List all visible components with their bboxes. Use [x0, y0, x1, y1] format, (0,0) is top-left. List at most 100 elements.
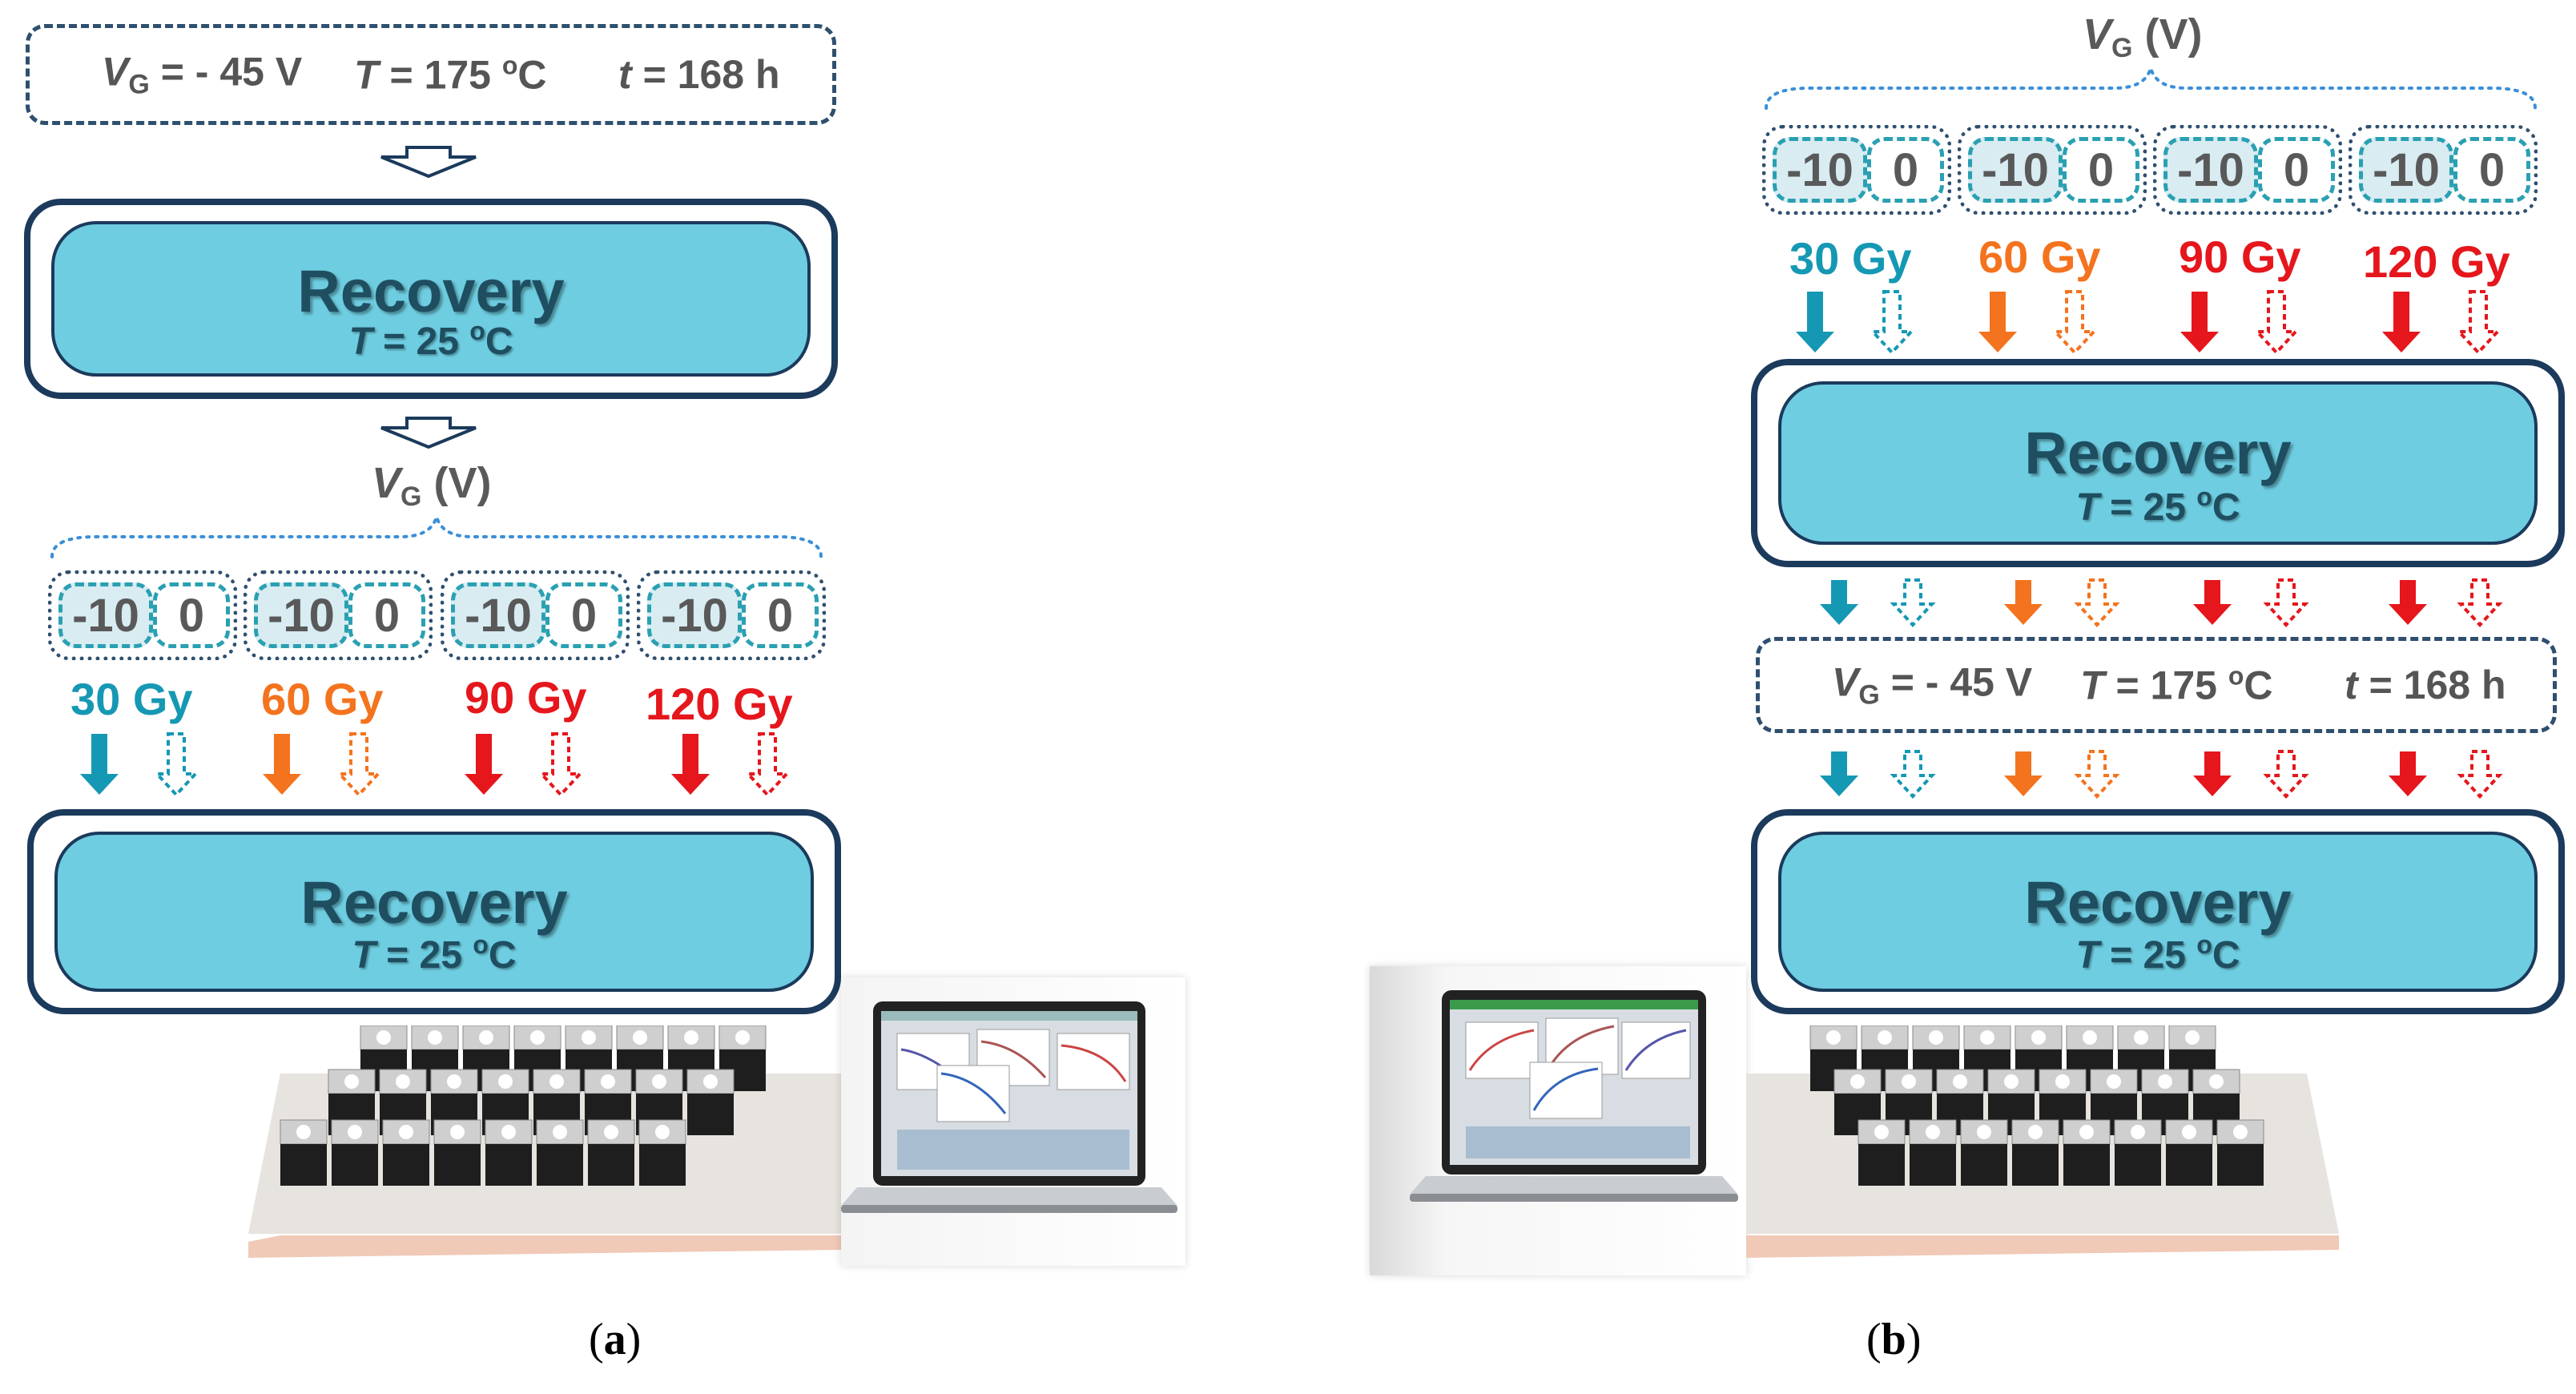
dashed-down-arrow-icon — [336, 732, 382, 797]
solid-down-arrow-icon — [2004, 751, 2043, 796]
temperature-condition: T = 175 oC — [354, 50, 547, 98]
vg-value-zero: 0 — [348, 582, 425, 648]
time-condition: t = 168 h — [2345, 663, 2506, 707]
transistor-icon — [2216, 1119, 2264, 1186]
transistor-icon — [587, 1119, 635, 1186]
dose-label: 60 Gy — [261, 674, 384, 724]
hollow-down-arrow-icon — [380, 146, 477, 178]
transistor-icon — [485, 1119, 533, 1186]
solid-down-arrow-icon — [2382, 292, 2421, 353]
transistor-icon — [2141, 1069, 2189, 1135]
transistor-icon — [536, 1119, 584, 1186]
dashed-down-arrow-icon — [1869, 290, 1915, 355]
transistor-icon — [686, 1069, 735, 1135]
dashed-down-arrow-icon — [1890, 578, 1936, 627]
vg-value-zero: 0 — [545, 582, 622, 648]
vg-condition: VG = - 45 V — [1832, 659, 2033, 711]
transistor-icon — [2165, 1119, 2213, 1186]
dose-label: 120 Gy — [646, 679, 793, 729]
vg-value-negative: -10 — [1968, 137, 2063, 203]
vg-condition: VG = - 45 V — [102, 49, 303, 100]
solid-down-arrow-icon — [1796, 292, 1834, 353]
vg-brace — [1765, 64, 2537, 110]
panel-label-b: (b) — [1866, 1315, 1922, 1364]
solid-down-arrow-icon — [2193, 751, 2232, 796]
transistor-icon — [638, 1119, 686, 1186]
dashed-down-arrow-icon — [2051, 290, 2098, 355]
dose-label: 90 Gy — [2179, 232, 2301, 282]
solid-down-arrow-icon — [2180, 292, 2219, 353]
dashed-down-arrow-icon — [2263, 750, 2309, 799]
dose-label: 30 Gy — [70, 674, 193, 724]
recovery-title: Recovery — [300, 869, 568, 937]
hollow-down-arrow-icon — [380, 417, 477, 449]
solid-down-arrow-icon — [2193, 580, 2232, 625]
transistor-icon — [2011, 1119, 2059, 1186]
recovery-title: Recovery — [2024, 420, 2292, 487]
vg-value-negative: -10 — [58, 582, 153, 648]
vg-value-zero: 0 — [153, 582, 230, 648]
transistor-icon — [1960, 1119, 2008, 1186]
recovery-temperature: T = 25 oC — [2075, 930, 2240, 977]
vg-value-negative: -10 — [254, 582, 348, 648]
panel-label-a: (a) — [589, 1315, 642, 1364]
vg-value-zero: 0 — [742, 582, 819, 648]
temperature-condition: T = 175 oC — [2080, 661, 2273, 708]
vg-value-zero: 0 — [2453, 137, 2530, 203]
recovery-title: Recovery — [2024, 869, 2292, 937]
vg-value-negative: -10 — [451, 582, 545, 648]
solid-down-arrow-icon — [2389, 751, 2427, 796]
transistor-icon — [1987, 1069, 2035, 1135]
recovery-temperature: T = 25 oC — [2075, 481, 2240, 529]
recovery-block: Recovery T = 25 oC — [1751, 359, 2565, 567]
transistor-icon — [2063, 1119, 2111, 1186]
transistor-icon — [1909, 1119, 1957, 1186]
transistor-icon — [1833, 1069, 1882, 1135]
recovery-temperature: T = 25 oC — [348, 316, 513, 364]
vg-value-negative: -10 — [2359, 137, 2453, 203]
transistor-array-icon — [248, 1025, 841, 1258]
dashed-down-arrow-icon — [153, 732, 199, 797]
recovery-block: Recovery T = 25 oC — [27, 809, 841, 1014]
transistor-icon — [1858, 1119, 1906, 1186]
dose-label: 30 Gy — [1789, 233, 1912, 284]
solid-down-arrow-icon — [80, 734, 119, 795]
vg-value-zero: 0 — [2258, 137, 2335, 203]
time-condition: t = 168 h — [618, 52, 780, 97]
recovery-block: Recovery T = 25 oC — [1751, 809, 2565, 1014]
dashed-down-arrow-icon — [2074, 578, 2120, 627]
dashed-down-arrow-icon — [2457, 578, 2503, 627]
dashed-down-arrow-icon — [2455, 290, 2502, 355]
solid-down-arrow-icon — [465, 734, 503, 795]
vg-value-negative: -10 — [647, 582, 742, 648]
solid-down-arrow-icon — [2389, 580, 2427, 625]
vg-axis-label: VG (V) — [2083, 10, 2203, 63]
transistor-icon — [433, 1119, 481, 1186]
solid-down-arrow-icon — [1978, 292, 2017, 353]
vg-value-negative: -10 — [1773, 137, 1867, 203]
transistor-icon — [2114, 1119, 2162, 1186]
transistor-icon — [382, 1119, 430, 1186]
dashed-down-arrow-icon — [537, 732, 584, 797]
recovery-block: Recovery T = 25 oC — [24, 199, 838, 399]
dashed-down-arrow-icon — [2263, 578, 2309, 627]
solid-down-arrow-icon — [1820, 580, 1858, 625]
recovery-temperature: T = 25 oC — [352, 930, 517, 977]
stress-condition-box: VG = - 45 V T = 175 oC t = 168 h — [26, 24, 836, 125]
vg-value-zero: 0 — [2063, 137, 2139, 203]
solid-down-arrow-icon — [1820, 751, 1858, 796]
transistor-array-icon — [1746, 1025, 2339, 1258]
transistor-icon — [280, 1119, 328, 1186]
stress-condition-box: VG = - 45 V T = 175 oC t = 168 h — [1756, 637, 2557, 733]
transistor-icon — [331, 1119, 379, 1186]
vg-axis-label: VG (V) — [372, 459, 492, 512]
vg-value-negative: -10 — [2163, 137, 2258, 203]
dashed-down-arrow-icon — [744, 732, 791, 797]
